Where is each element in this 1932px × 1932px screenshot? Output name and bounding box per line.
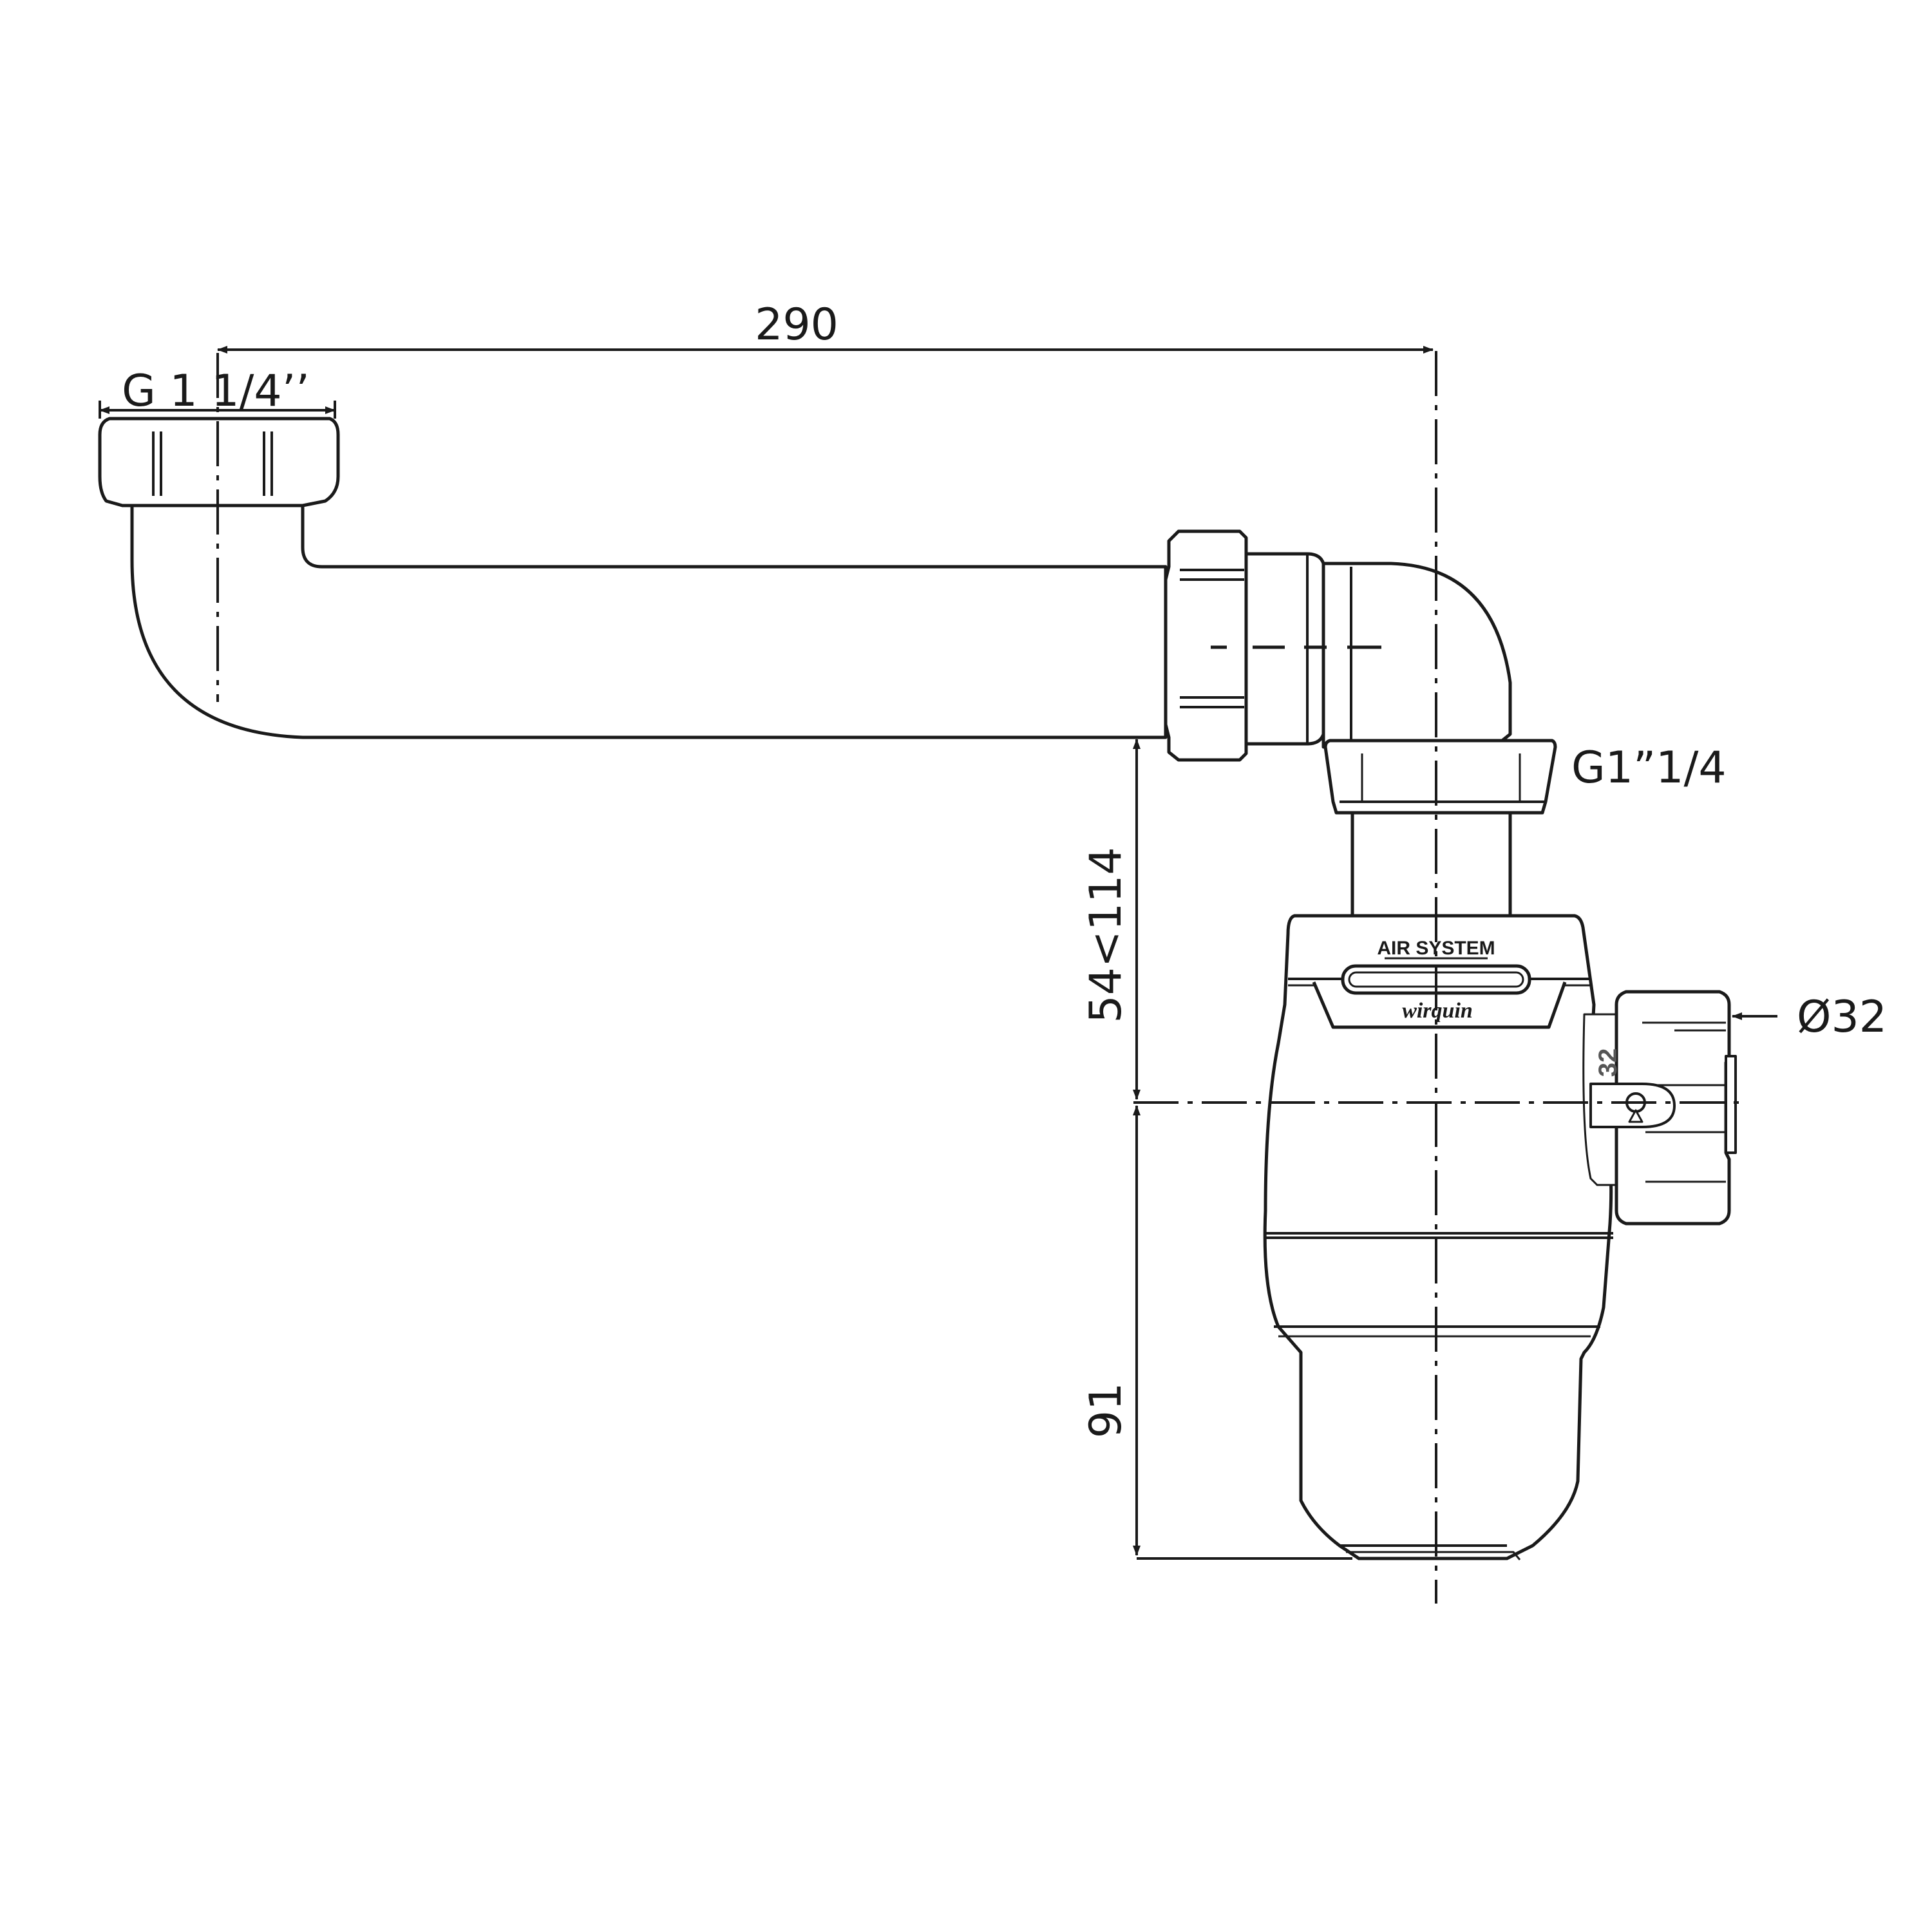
- connector-nut: [1164, 529, 1248, 762]
- dim-outlet-diameter: Ø32: [1797, 992, 1887, 1043]
- dimension-lines: [99, 346, 1777, 1560]
- dim-height-adjust: 54<114: [1081, 847, 1132, 1023]
- dim-overall-length: 290: [755, 299, 838, 350]
- bottle-trap: [1263, 811, 1613, 1560]
- dim-bottle-depth: 91: [1081, 1383, 1132, 1439]
- elbow-connector: [1164, 529, 1557, 815]
- port-size-label: 32: [1594, 1048, 1622, 1077]
- riser-tube: [1350, 811, 1512, 918]
- dim-outlet-thread: G1”1/4: [1571, 743, 1727, 793]
- extension-pipe: [98, 417, 1168, 739]
- pipe-elbow: [130, 504, 1168, 739]
- trap-top-nut: [1323, 739, 1557, 815]
- side-outlet: [1582, 990, 1737, 1226]
- dim-inlet-thread: G 1 1/4’’: [122, 366, 310, 417]
